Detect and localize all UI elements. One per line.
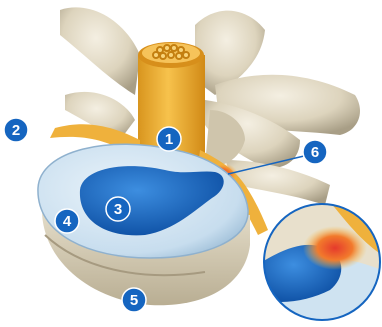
- marker-5: 5: [122, 288, 146, 312]
- marker-label: 2: [12, 122, 20, 139]
- marker-label: 5: [130, 292, 138, 309]
- marker-label: 4: [63, 213, 72, 230]
- marker-label: 6: [311, 144, 319, 161]
- marker-label: 1: [165, 131, 173, 148]
- marker-2: 2: [4, 118, 28, 142]
- marker-6: 6: [303, 140, 327, 164]
- zoom-inset: [262, 202, 382, 322]
- marker-3: 3: [106, 197, 130, 221]
- marker-1: 1: [157, 127, 181, 151]
- marker-label: 3: [114, 201, 122, 218]
- marker-4: 4: [55, 209, 79, 233]
